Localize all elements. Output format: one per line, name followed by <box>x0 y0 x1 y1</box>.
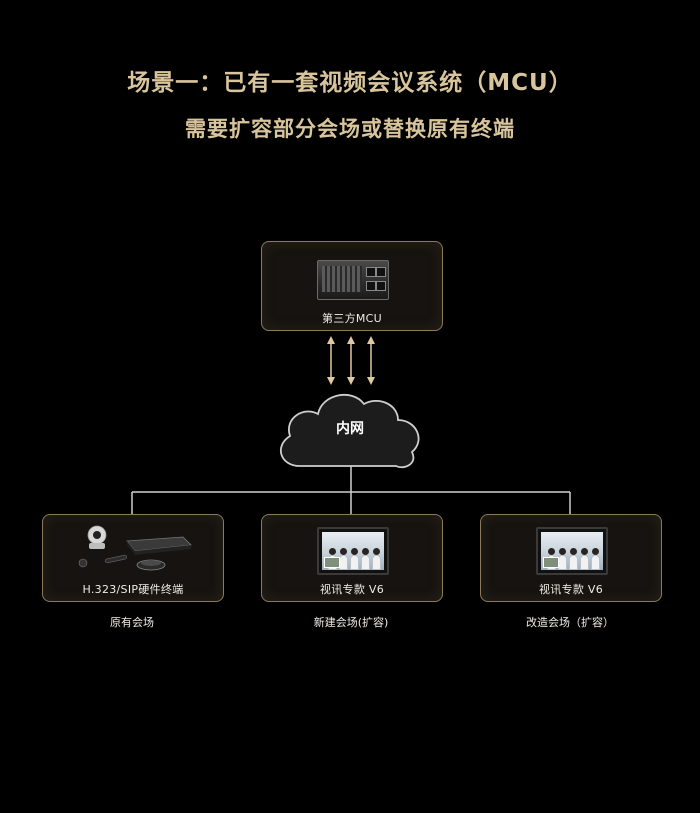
site-node-existing: H.323/SIP硬件终端 <box>42 514 224 602</box>
site-caption-renovated: 改造会场（扩容） <box>526 616 614 629</box>
site-device-label: H.323/SIP硬件终端 <box>82 583 184 596</box>
video-conference-terminal-icon <box>78 525 192 571</box>
title-line-1: 场景一：已有一套视频会议系统（MCU） <box>127 70 573 96</box>
video-conference-screen-icon <box>317 527 389 575</box>
mcu-server-icon <box>317 260 389 300</box>
mcu-node: 第三方MCU <box>261 241 443 331</box>
site-node-renovated: 视讯专款 V6 <box>480 514 662 602</box>
site-caption-new: 新建会场(扩容) <box>313 616 389 629</box>
site-caption-existing: 原有会场 <box>110 616 154 629</box>
site-device-label: 视讯专款 V6 <box>319 583 385 596</box>
network-label: 内网 <box>336 421 364 437</box>
video-conference-screen-icon <box>536 527 608 575</box>
mcu-label: 第三方MCU <box>321 312 383 325</box>
site-device-label: 视讯专款 V6 <box>538 583 604 596</box>
site-node-new: 视讯专款 V6 <box>261 514 443 602</box>
title-line-2: 需要扩容部分会场或替换原有终端 <box>185 117 515 141</box>
